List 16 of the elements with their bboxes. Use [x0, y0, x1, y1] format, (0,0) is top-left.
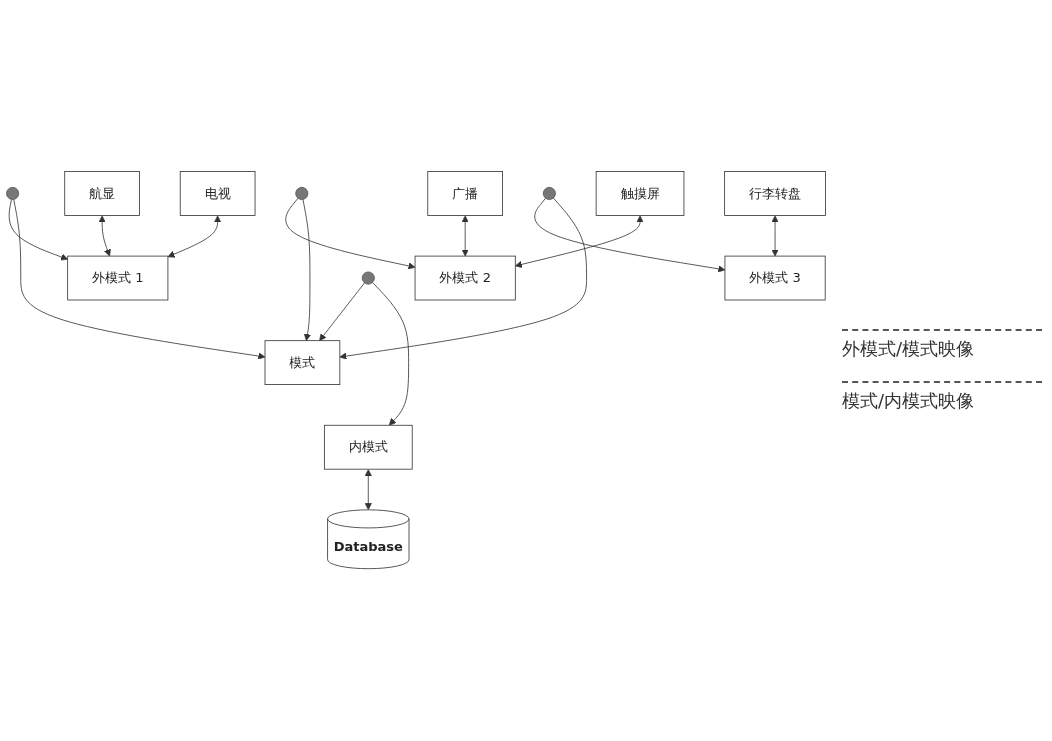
node-circle [542, 187, 556, 201]
node-box: 行李转盘 [724, 171, 826, 217]
node-box: 触摸屏 [595, 171, 685, 217]
node-circle [295, 187, 309, 201]
node-circle [6, 187, 20, 201]
node-box: 广播 [427, 171, 503, 217]
node-box: 外模式 1 [67, 256, 169, 301]
node-box: 航显 [64, 171, 140, 217]
mapping-label: 外模式/模式映像 [842, 328, 1042, 361]
node-box: 内模式 [323, 425, 413, 470]
node-box: 外模式 3 [724, 256, 826, 301]
node-circle [361, 271, 375, 285]
node-box: 外模式 2 [414, 256, 516, 301]
mapping-label: 模式/内模式映像 [842, 380, 1042, 413]
node-box: 电视 [179, 171, 256, 217]
node-box: 模式 [264, 340, 341, 386]
